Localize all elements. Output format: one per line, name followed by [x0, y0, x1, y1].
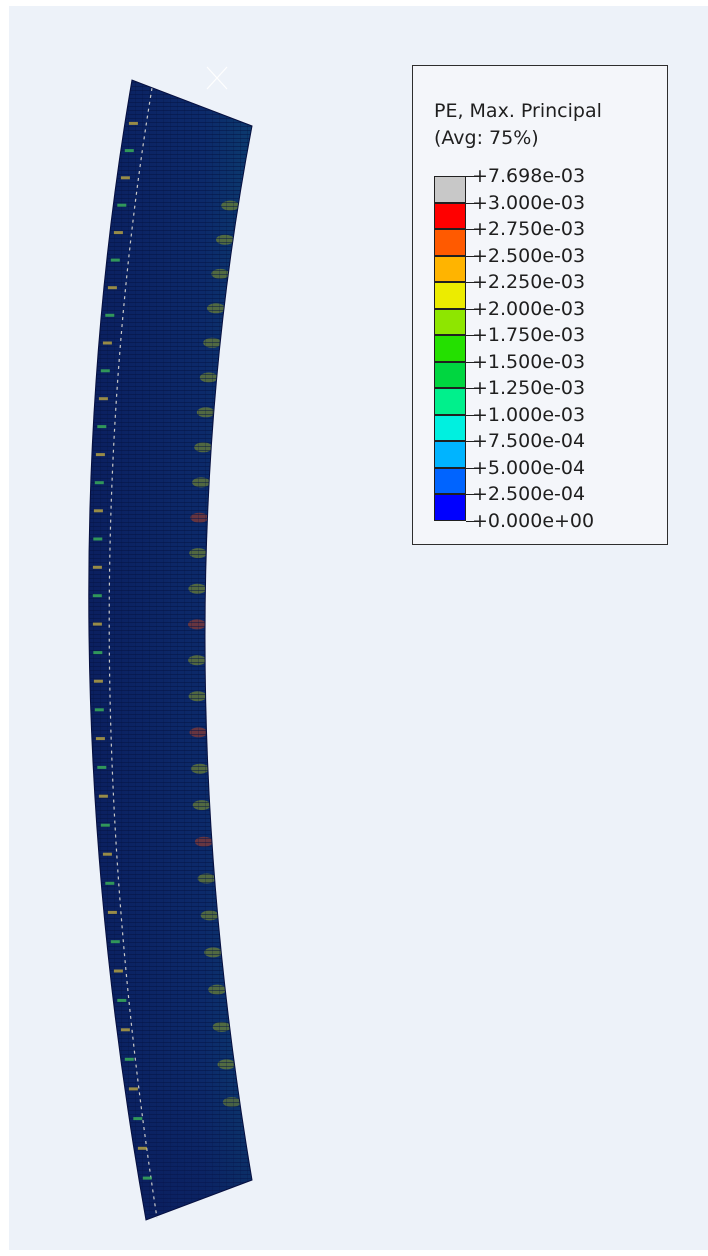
- stirrup-mark: [124, 1057, 134, 1061]
- stirrup-mark: [113, 231, 123, 235]
- stirrup-mark: [100, 369, 110, 373]
- stirrup-mark: [113, 969, 123, 973]
- legend-tick: [466, 388, 478, 389]
- legend-tick-label: +3.000e-03: [472, 191, 586, 214]
- stirrup-mark: [98, 794, 108, 798]
- stirrup-mark: [110, 258, 120, 262]
- stirrup-mark: [102, 852, 112, 856]
- stirrup-mark: [93, 651, 103, 655]
- legend-tick-label: +2.500e-03: [472, 244, 586, 267]
- legend-tick-label: +7.698e-03: [472, 165, 586, 187]
- legend-tick: [466, 361, 478, 363]
- legend-tick: [466, 282, 478, 283]
- legend-tick-label: +2.750e-03: [472, 218, 586, 240]
- legend-tick: [466, 229, 478, 230]
- legend-tick: [466, 414, 478, 416]
- stirrup-mark: [117, 203, 127, 207]
- stirrup-mark: [105, 881, 115, 885]
- legend-swatch: [434, 202, 466, 229]
- stirrup-mark: [120, 176, 130, 180]
- stirrup-mark: [107, 286, 117, 290]
- stirrup-mark: [105, 313, 115, 317]
- stirrup-mark: [120, 1028, 130, 1032]
- stirrup-mark: [94, 708, 104, 712]
- stirrup-mark: [95, 453, 105, 457]
- legend-tick: [466, 494, 478, 495]
- stirrup-mark: [92, 565, 102, 569]
- stirrup-mark: [117, 998, 127, 1002]
- contour-legend: PE, Max. Principal (Avg: 75%) +7.698e-03…: [412, 65, 668, 545]
- legend-tick-label: +2.500e-04: [472, 483, 586, 505]
- stirrup-mark: [128, 1087, 138, 1091]
- legend-swatch: [434, 176, 466, 203]
- stirrup-marks: [92, 121, 152, 1180]
- stirrup-mark: [124, 149, 134, 153]
- legend-tick-label: +2.250e-03: [472, 271, 586, 293]
- legend-swatch: [434, 467, 466, 494]
- legend-swatch: [434, 229, 466, 256]
- stirrup-mark: [100, 823, 110, 827]
- legend-swatch: [434, 441, 466, 468]
- legend-swatch: [434, 255, 466, 282]
- legend-tick: [466, 202, 478, 204]
- legend-tick-label: +1.250e-03: [472, 377, 586, 399]
- legend-swatch: [434, 361, 466, 388]
- legend-swatch: [434, 388, 466, 415]
- stirrup-mark: [93, 679, 103, 683]
- stirrup-mark: [97, 765, 107, 769]
- stirrup-mark: [102, 341, 112, 345]
- legend-tick-label: +1.500e-03: [472, 350, 586, 373]
- column-outline: [88, 79, 253, 1221]
- legend-tick-label: +0.000e+00: [472, 509, 595, 532]
- stirrup-mark: [98, 397, 108, 401]
- deformed-mesh-plot: [88, 66, 253, 1221]
- legend-tick-label: +7.500e-04: [472, 430, 586, 452]
- stirrup-mark: [137, 1146, 147, 1150]
- legend-tick: [466, 520, 478, 522]
- stirrup-mark: [92, 622, 102, 626]
- legend-tick-label: +2.000e-03: [472, 297, 586, 320]
- stirrup-mark: [110, 940, 120, 944]
- legend-title-variable: PE, Max. Principal: [434, 100, 602, 122]
- axis-triad-icon: [206, 66, 228, 90]
- legend-tick: [466, 441, 478, 442]
- legend-tick-label: +5.000e-04: [472, 456, 586, 479]
- legend-swatch: [434, 282, 466, 309]
- stirrup-mark: [107, 910, 117, 914]
- legend-tick: [466, 335, 478, 336]
- stirrup-mark: [128, 121, 138, 125]
- stirrup-mark: [93, 509, 103, 513]
- legend-tick: [466, 467, 478, 469]
- legend-tick: [466, 308, 478, 310]
- stirrup-mark: [94, 481, 104, 485]
- legend-swatch: [434, 494, 466, 521]
- legend-tick-label: +1.000e-03: [472, 403, 586, 426]
- legend-title: PE, Max. Principal (Avg: 75%): [434, 98, 602, 152]
- legend-tick: [466, 176, 478, 177]
- legend-tick-label: +1.750e-03: [472, 324, 586, 346]
- stirrup-mark: [93, 537, 103, 541]
- legend-title-averaging: (Avg: 75%): [434, 127, 539, 149]
- stirrup-mark: [92, 594, 102, 598]
- legend-swatch: [434, 414, 466, 441]
- stirrup-mark: [95, 737, 105, 741]
- legend-swatch: [434, 335, 466, 362]
- legend-tick: [466, 255, 478, 257]
- legend-swatch: [434, 308, 466, 335]
- stirrup-mark: [142, 1176, 152, 1180]
- rebar-line: [108, 87, 158, 1219]
- stirrup-mark: [97, 425, 107, 429]
- stirrup-mark: [133, 1117, 143, 1121]
